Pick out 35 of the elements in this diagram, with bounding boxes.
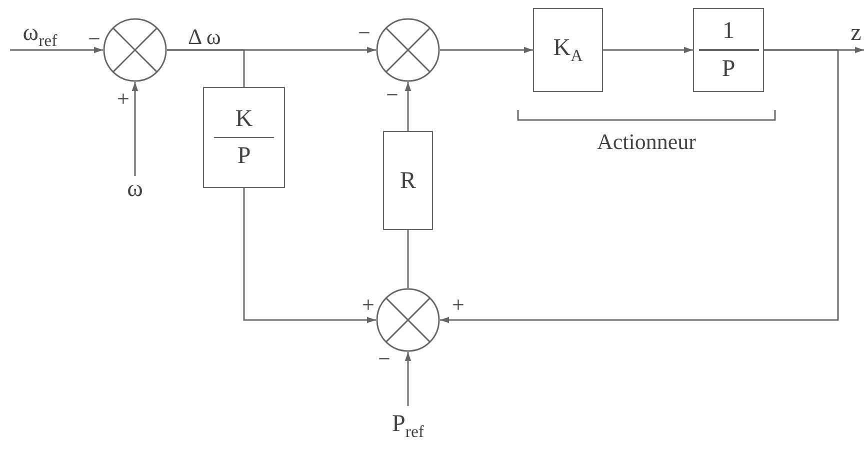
block-label: R xyxy=(400,168,416,192)
block-label: K$_{A}$ xyxy=(553,36,583,64)
numerator: K xyxy=(235,106,253,131)
sign-label: − xyxy=(358,22,370,44)
signal-arrow xyxy=(404,82,412,131)
sign-label: + xyxy=(362,294,374,316)
integrator-block xyxy=(693,8,764,92)
summing-junction xyxy=(376,18,440,82)
transfer-function-block xyxy=(203,87,285,188)
denominator: P xyxy=(722,56,736,81)
denominator: P xyxy=(237,144,251,168)
signal-line xyxy=(407,230,409,288)
signal-label: P$_{ref}$ xyxy=(392,412,424,440)
signal-arrow xyxy=(404,352,412,406)
summing-junction xyxy=(376,288,440,352)
signal-label: ω$_{ref}$ xyxy=(22,20,58,50)
signal-arrow xyxy=(10,46,103,54)
bracket-label: Actionneur xyxy=(597,131,696,153)
signal-arrow xyxy=(440,49,839,324)
sign-label: + xyxy=(452,294,464,316)
signal-arrow xyxy=(243,188,376,324)
signal-arrow xyxy=(440,46,533,54)
signal-arrow xyxy=(603,46,693,54)
sign-label: + xyxy=(117,88,130,110)
signal-line xyxy=(167,49,245,87)
sign-label: − xyxy=(88,28,100,50)
gain-block xyxy=(533,8,603,92)
sign-label: − xyxy=(378,348,390,370)
signal-label: ω xyxy=(127,177,143,201)
numerator: 1 xyxy=(722,19,734,44)
gain-block xyxy=(383,131,433,230)
sign-label: − xyxy=(386,84,398,106)
signal-label: z xyxy=(850,21,862,45)
signal-arrow xyxy=(132,82,138,176)
summing-junction xyxy=(103,18,167,82)
